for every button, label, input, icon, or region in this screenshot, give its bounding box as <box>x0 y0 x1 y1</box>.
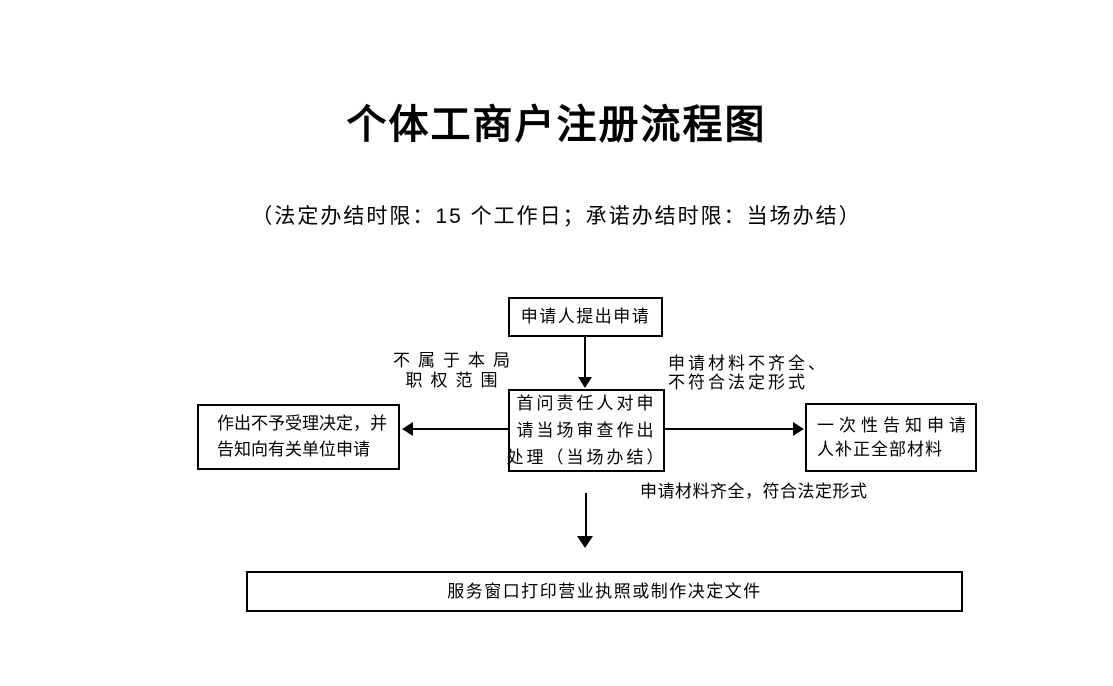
subtitle-time-limits: （法定办结时限：15 个工作日；承诺办结时限：当场办结） <box>251 205 862 228</box>
node-label: 人补正全部材料 <box>817 439 943 459</box>
node-label: 告知向有关单位申请 <box>217 440 370 459</box>
arrow-start-to-review-line <box>584 337 586 378</box>
arrow-review-to-reject-line <box>412 428 508 430</box>
node-label: 作出不予受理决定，并 <box>217 414 387 433</box>
arrow-review-to-print-line <box>585 493 587 537</box>
arrow-review-to-supplement-line <box>664 428 793 430</box>
page-title: 个体工商户注册流程图 <box>346 103 767 147</box>
edge-label-out-of-scope: 不属于本局 职权范围 <box>393 351 518 390</box>
node-label: 一次性告知申请 <box>817 415 971 435</box>
edge-label-materials-complete: 申请材料齐全，符合法定形式 <box>640 482 868 501</box>
node-label: 请当场审查作出 <box>516 421 657 440</box>
node-onsite-review: 首问责任人对申 请当场审查作出 处理（当场办结） <box>506 389 667 472</box>
arrow-down-icon <box>577 536 593 548</box>
node-label: 处理（当场办结） <box>506 448 667 467</box>
node-print-license: 服务窗口打印营业执照或制作决定文件 <box>246 571 963 612</box>
node-reject-decision: 作出不予受理决定，并 告知向有关单位申请 <box>197 404 400 470</box>
node-applicant-submit: 申请人提出申请 <box>508 297 663 337</box>
arrow-down-icon <box>578 377 592 388</box>
node-supplement-notice: 一次性告知申请 人补正全部材料 <box>805 403 977 472</box>
node-label: 服务窗口打印营业执照或制作决定文件 <box>447 581 762 601</box>
node-label: 首问责任人对申 <box>516 394 657 413</box>
arrow-left-icon <box>402 422 413 436</box>
arrow-right-icon <box>793 422 804 436</box>
edge-label-materials-incomplete: 申请材料不齐全、 不符合法定形式 <box>668 354 828 392</box>
node-label: 申请人提出申请 <box>520 307 651 326</box>
